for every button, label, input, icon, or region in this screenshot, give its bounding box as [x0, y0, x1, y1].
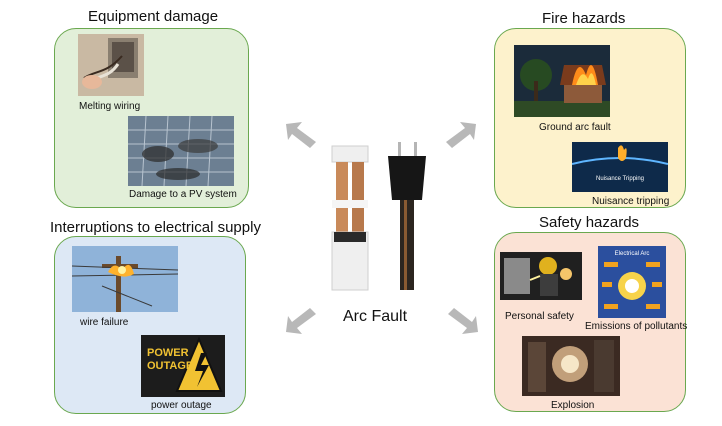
- pv-system-photo: [128, 116, 234, 186]
- wire-failure-caption: wire failure: [80, 317, 129, 328]
- nuisance-tripping-caption: Nuisance tripping: [592, 196, 670, 207]
- wire-failure-photo: [72, 246, 178, 312]
- melting-wiring-photo: [78, 34, 144, 96]
- explosion-photo: [522, 336, 620, 396]
- ground-arc-fault-photo: [514, 45, 610, 117]
- personal-safety-caption: Personal safety: [505, 311, 574, 322]
- nuisance-tripping-inset-text: Nuisance Tripping: [596, 176, 644, 182]
- electrical-arc-inset-text: Electrical Arc: [615, 251, 650, 257]
- emissions-of-pollutants-caption: Emissions of pollutants: [585, 321, 688, 332]
- power-outage-photo: POWER OUTAGE: [141, 335, 225, 397]
- safety-hazards-title: Safety hazards: [539, 214, 640, 231]
- explosion-caption: Explosion: [551, 400, 595, 411]
- pv-system-caption: Damage to a PV system: [129, 189, 237, 200]
- nuisance-tripping-photo: Nuisance Tripping: [572, 142, 668, 192]
- personal-safety-photo: [500, 252, 582, 300]
- arc-fault-cable-plug-image: [326, 140, 436, 292]
- ground-arc-fault-caption: Ground arc fault: [539, 122, 611, 133]
- fire-hazards-title: Fire hazards: [542, 10, 626, 27]
- arrow-up-right: [444, 120, 478, 150]
- interruptions-title: Interruptions to electrical supply: [50, 219, 261, 236]
- arrow-down-left: [284, 306, 318, 336]
- arrow-down-right: [446, 306, 480, 336]
- power-outage-sign-text: POWER OUTAGE: [147, 347, 194, 372]
- melting-wiring-caption: Melting wiring: [79, 101, 141, 112]
- electrical-arc-photo: Electrical Arc: [598, 246, 666, 318]
- equipment-damage-title: Equipment damage: [88, 8, 219, 25]
- arc-fault-label: Arc Fault: [343, 308, 408, 325]
- power-outage-caption: power outage: [151, 400, 212, 411]
- arrow-up-left: [284, 120, 318, 150]
